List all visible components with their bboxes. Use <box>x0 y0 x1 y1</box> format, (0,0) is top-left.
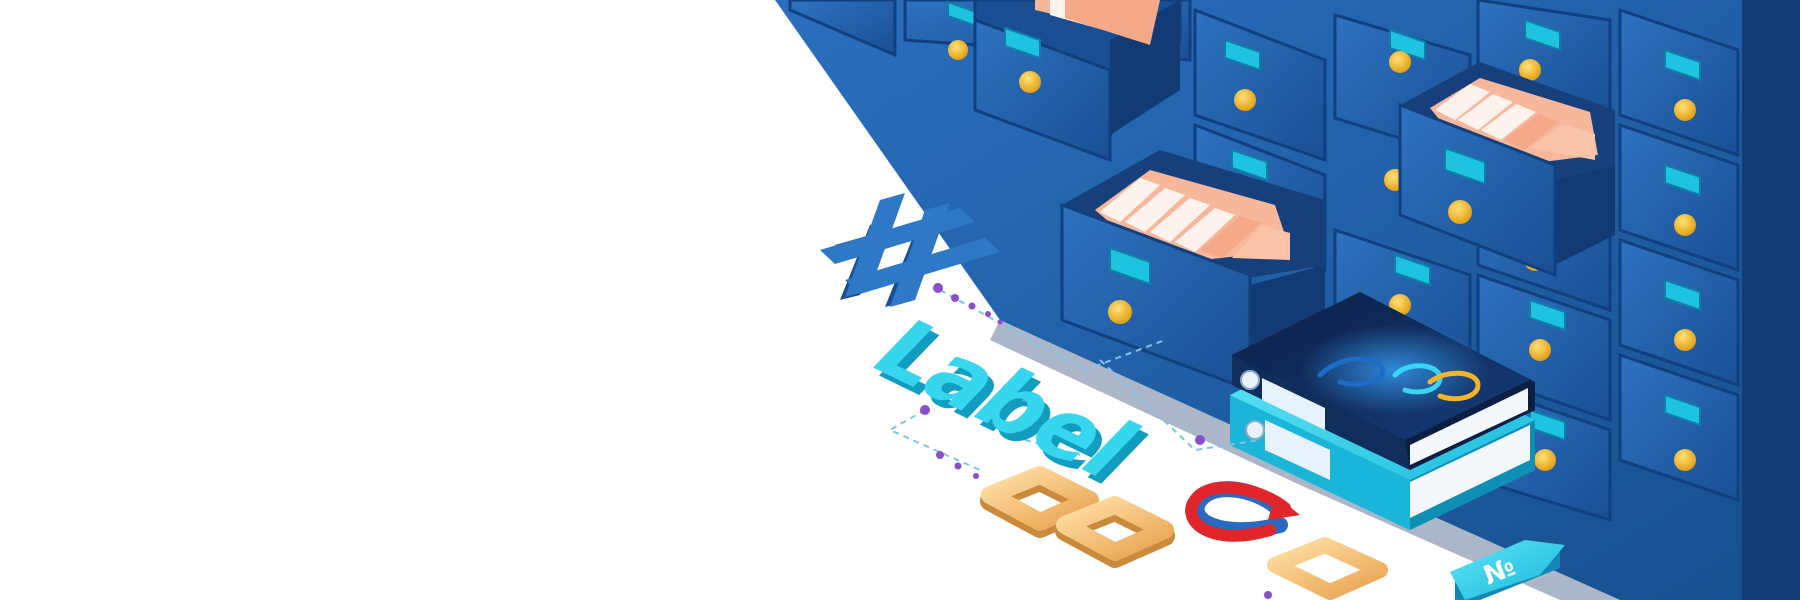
connector-dots <box>920 283 1272 599</box>
paperclip-icon <box>1317 356 1481 402</box>
open-drawer-top <box>973 0 1182 163</box>
folder-stack <box>1035 0 1160 45</box>
binder-icon <box>1230 292 1535 530</box>
open-drawer-right <box>1398 62 1615 278</box>
number-tag-icon: № <box>1450 540 1565 600</box>
hashtag-icon <box>820 193 1000 307</box>
chain-link-icon <box>980 466 1175 568</box>
refresh-link-icon <box>1185 481 1388 600</box>
open-drawer-middle <box>1060 150 1325 393</box>
